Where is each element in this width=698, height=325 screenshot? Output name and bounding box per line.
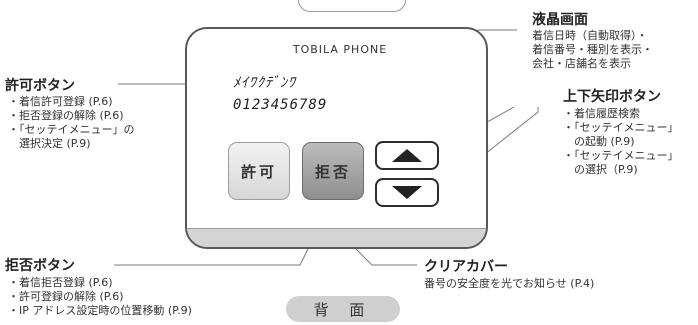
reject-button-label: 拒否 xyxy=(314,162,351,181)
back-label: 背 面 xyxy=(313,300,373,319)
reject-callout-line: ・着信拒否登録 (P.6) xyxy=(8,276,113,289)
reject-button[interactable]: 拒否 xyxy=(302,142,364,200)
arrows-callout-line: の選択（P.9) xyxy=(563,163,638,176)
clear-cover xyxy=(187,228,486,247)
lcd-callout-line: 着信日時（自動取得）・ xyxy=(532,29,648,42)
lcd-line-2: 0123456789 xyxy=(233,97,328,113)
down-arrow-button[interactable] xyxy=(375,178,439,207)
permit-callout-line: ・着信許可登録 (P.6) xyxy=(8,95,113,108)
arrows-callout-line: ・着信履歴検索 xyxy=(563,107,640,120)
arrow-down-icon xyxy=(392,186,422,199)
arrows-callout-text: ・着信履歴検索 ・「セッテイメニュー」 の起動 (P.9) ・「セッテイメニュー… xyxy=(563,107,679,177)
lcd-callout-title: 液晶画面 xyxy=(532,12,588,28)
permit-callout-title: 許可ボタン xyxy=(5,78,75,94)
up-arrow-button[interactable] xyxy=(375,141,439,170)
arrows-callout-line: の起動 (P.9) xyxy=(563,135,635,148)
arrows-callout-line: ・「セッテイメニュー」 xyxy=(563,121,679,134)
cover-callout-line: 番号の安全度を光でお知らせ (P.4) xyxy=(424,277,595,290)
arrow-up-icon xyxy=(392,149,422,162)
reject-callout-text: ・着信拒否登録 (P.6) ・許可登録の解除 (P.6) ・IP アドレス設定時… xyxy=(8,276,192,318)
lcd-callout-text: 着信日時（自動取得）・ 着信番号・種別を表示・ 会社・店舗名を表示 xyxy=(532,29,653,71)
reject-callout-line: ・IP アドレス設定時の位置移動 (P.9) xyxy=(8,304,192,317)
permit-callout-line: 選択決定 (P.9) xyxy=(8,137,91,150)
permit-callout-line: ・拒否登録の解除 (P.6) xyxy=(8,109,124,122)
top-label-pill xyxy=(298,0,406,12)
permit-button-label: 許可 xyxy=(240,162,277,181)
permit-button[interactable]: 許可 xyxy=(228,142,290,200)
permit-callout-text: ・着信許可登録 (P.6) ・拒否登録の解除 (P.6) ・「セッテイメニュー」… xyxy=(8,95,135,151)
back-label-pill: 背 面 xyxy=(286,296,400,322)
lcd-callout-line: 会社・店舗名を表示 xyxy=(532,57,631,70)
reject-callout-line: ・許可登録の解除 (P.6) xyxy=(8,290,124,303)
reject-callout-title: 拒否ボタン xyxy=(5,258,75,274)
permit-callout-line: ・「セッテイメニュー」の xyxy=(8,123,135,136)
cover-callout-text: 番号の安全度を光でお知らせ (P.4) xyxy=(424,277,594,291)
lcd-callout-line: 着信番号・種別を表示・ xyxy=(532,43,653,56)
device-body xyxy=(185,27,488,249)
arrows-callout-title: 上下矢印ボタン xyxy=(563,89,661,105)
arrows-callout-line: ・「セッテイメニュー」 xyxy=(563,149,679,162)
device-brand: TOBILA PHONE xyxy=(292,43,388,56)
cover-callout-title: クリアカバー xyxy=(424,259,508,275)
lcd-line-1: ﾒｲﾜｸﾃﾞﾝﾜ xyxy=(233,75,296,91)
